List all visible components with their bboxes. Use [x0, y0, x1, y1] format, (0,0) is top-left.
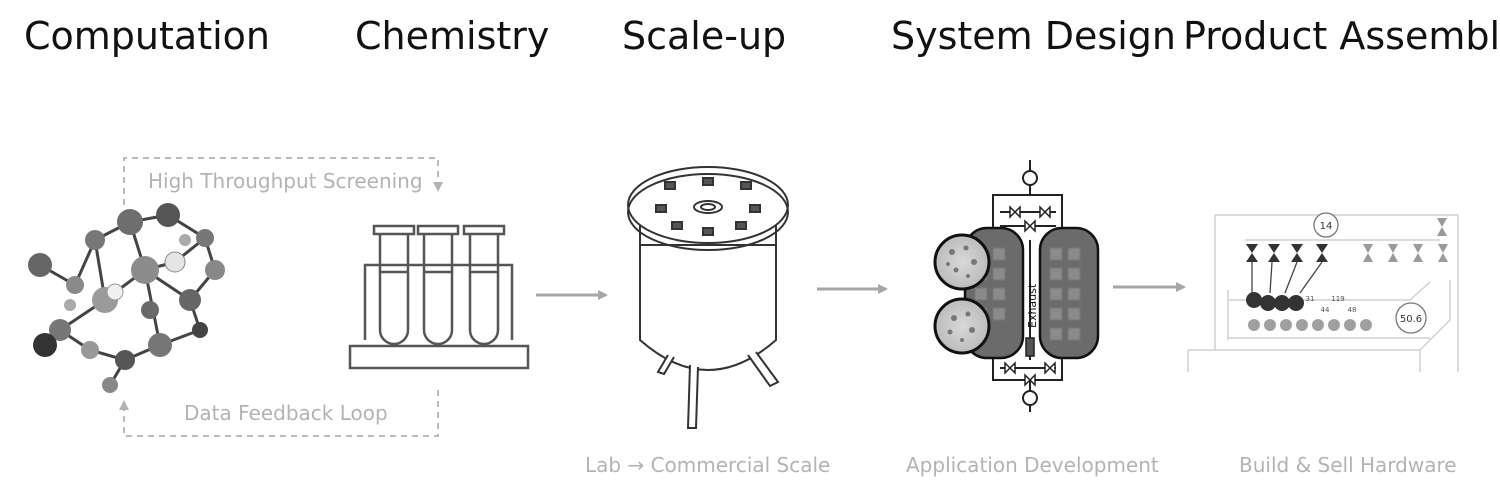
screening-loop-arrow: [123, 157, 443, 205]
readout-4: 48: [1348, 306, 1357, 314]
exhaust-label: Exhaust: [1026, 283, 1039, 328]
reactor-vessel-illustration: [627, 166, 789, 429]
gauge-side-value: 50.6: [1400, 314, 1422, 325]
caption-scaleup: Lab → Commercial Scale: [585, 453, 831, 477]
stage-title-system-design: System Design: [891, 14, 1176, 58]
stage-title-product-assembly: Product Assembly: [1183, 14, 1500, 58]
product-control-panel-illustration: 14 50.6 31 44 119 48: [1187, 212, 1459, 372]
caption-system-design: Application Development: [906, 453, 1159, 477]
stage-title-scale-up: Scale-up: [622, 14, 787, 58]
readout-2: 44: [1321, 306, 1330, 314]
feedback-loop-arrow: [119, 390, 439, 437]
gauge-top-value: 14: [1320, 221, 1333, 232]
readout-3: 119: [1331, 295, 1344, 303]
caption-product-assembly: Build & Sell Hardware: [1239, 453, 1457, 477]
stage-title-chemistry: Chemistry: [355, 14, 550, 58]
loop-label-feedback: Data Feedback Loop: [184, 401, 388, 425]
feedback-loop: High Throughput Screening Data Feedback …: [119, 157, 443, 437]
stage-title-computation: Computation: [24, 14, 270, 58]
loop-label-screening: High Throughput Screening: [148, 169, 423, 193]
test-tube-rack-illustration: [348, 224, 530, 370]
system-schematic-illustration: Exhaust: [933, 160, 1100, 412]
readout-1: 31: [1306, 295, 1315, 303]
molecule-nodes: [28, 203, 225, 393]
